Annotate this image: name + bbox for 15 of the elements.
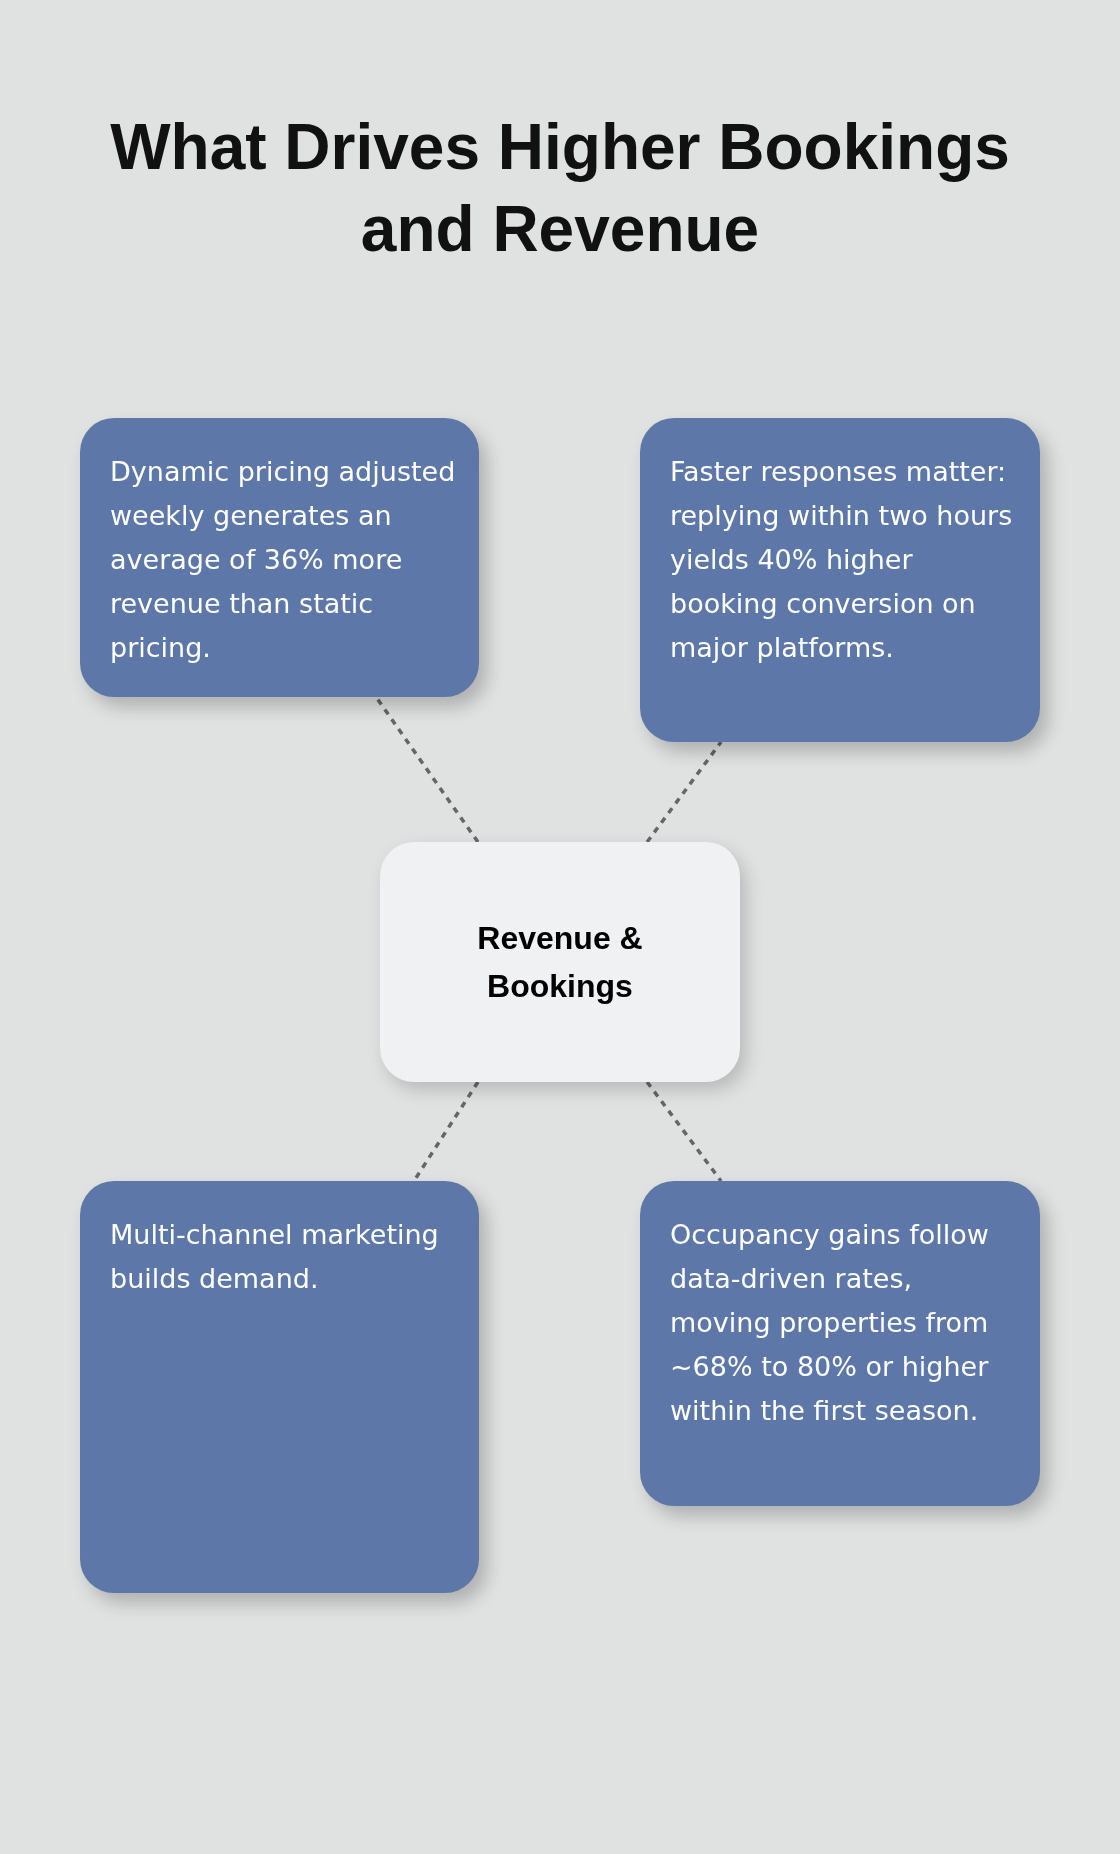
info-card (80, 418, 479, 697)
card-text: Faster responses matter: replying within two hours yields 40% higher booking conversion on major platforms. (670, 455, 1014, 665)
topic-label: Revenue & Bookings (476, 919, 644, 1006)
card-text: Multi-channel marketing builds demand. (110, 1218, 440, 1296)
card-text: Occupancy gains follow data-driven rates, moving properties from ~68% to 80% or higher within the first season. (670, 1218, 990, 1428)
connector-line (412, 1081, 480, 1182)
connector-line (374, 696, 480, 843)
info-card (80, 1181, 479, 1593)
connector-line (645, 740, 723, 844)
diagram-title: What Drives Higher Bookings and Revenue (109, 110, 1011, 267)
central-topic-box (380, 842, 740, 1082)
info-card (640, 418, 1040, 742)
card-text: Dynamic pricing adjusted weekly generates an average of 36% more revenue than static pricing. (110, 455, 457, 665)
connector-line (645, 1080, 723, 1183)
info-card (640, 1181, 1040, 1506)
